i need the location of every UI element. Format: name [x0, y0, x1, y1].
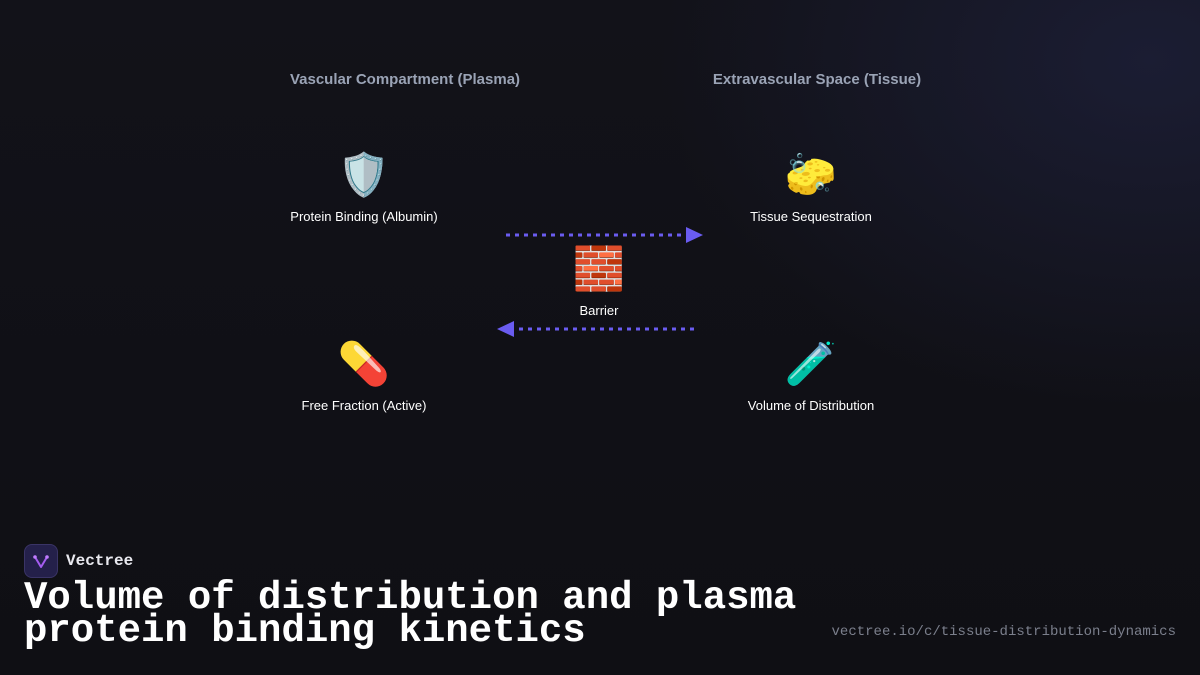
tissue-sequestration-label: Tissue Sequestration	[750, 209, 872, 224]
pill-icon: 💊	[337, 339, 391, 388]
free-fraction-label: Free Fraction (Active)	[301, 398, 427, 413]
arrow-to-plasma-head	[497, 321, 514, 337]
sponge-icon: 🧽	[784, 150, 838, 199]
plasma-compartment-title: Vascular Compartment (Plasma)	[289, 71, 521, 88]
brand: Vectree	[24, 544, 133, 578]
barrier-label: Barrier	[579, 303, 619, 318]
source-url: vectree.io/c/tissue-distribution-dynamic…	[831, 624, 1176, 640]
barrier-node: 🧱 Barrier	[489, 244, 709, 318]
volume-distribution-node: 🧪 Volume of Distribution	[701, 339, 921, 413]
vectree-logo-icon	[24, 544, 58, 578]
tissue-sequestration-node: 🧽 Tissue Sequestration	[701, 150, 921, 224]
tissue-space-title: Extravascular Space (Tissue)	[712, 71, 922, 88]
protein-binding-node: 🛡️ Protein Binding (Albumin)	[254, 150, 474, 224]
test-tube-icon: 🧪	[784, 339, 838, 388]
shield-icon: 🛡️	[337, 150, 391, 199]
brick-icon: 🧱	[572, 244, 626, 293]
protein-binding-label: Protein Binding (Albumin)	[290, 209, 438, 224]
free-fraction-node: 💊 Free Fraction (Active)	[254, 339, 474, 413]
arrow-to-tissue-head	[686, 227, 703, 243]
volume-distribution-label: Volume of Distribution	[747, 398, 875, 413]
brand-name: Vectree	[66, 552, 134, 570]
page-title: Volume of distribution and plasma protei…	[24, 576, 797, 653]
